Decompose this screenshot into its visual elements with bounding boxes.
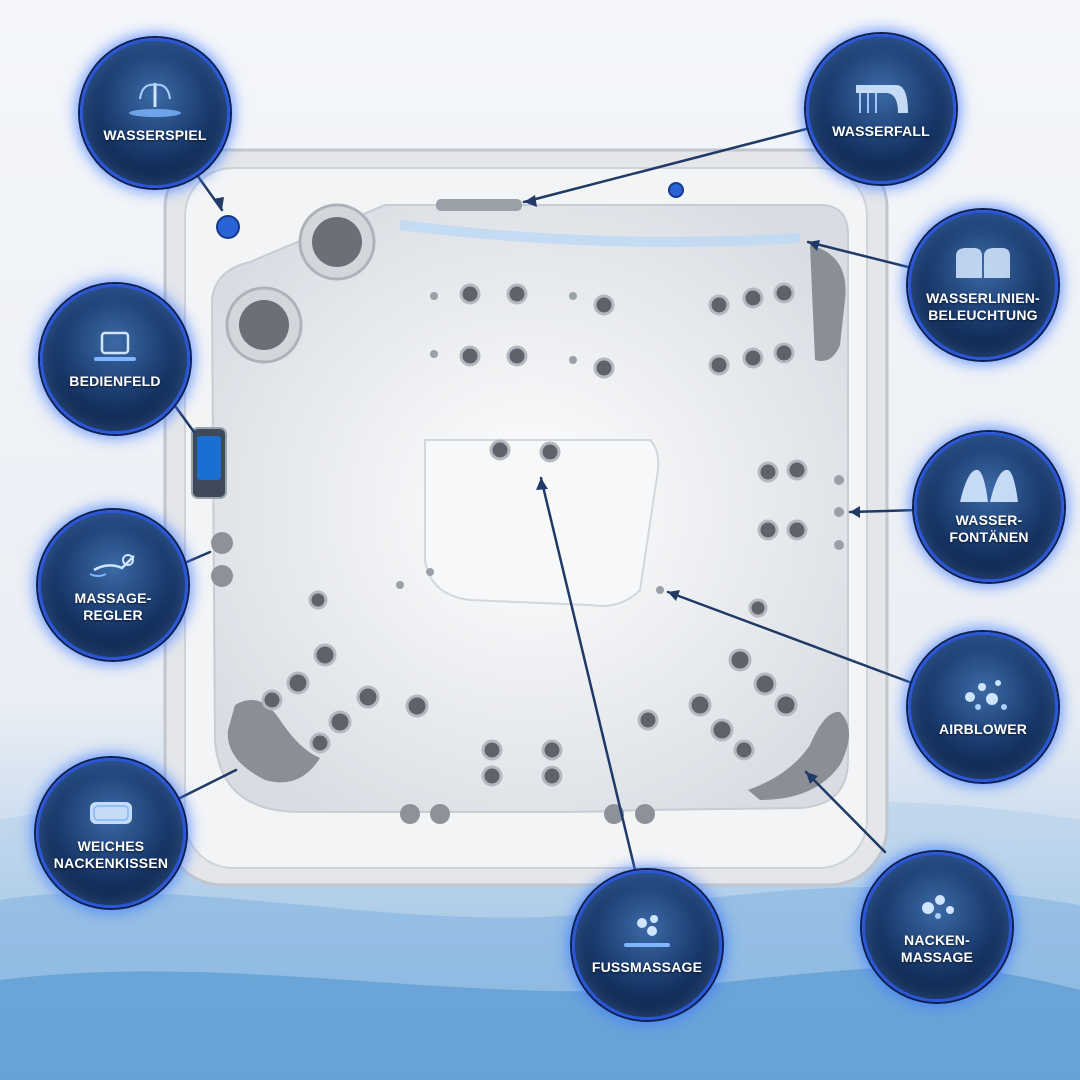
massage-knob-2 — [211, 565, 233, 587]
badge-airblower: AIRBLOWER — [908, 632, 1058, 782]
bubbles-icon — [965, 679, 1007, 710]
label-wasserfontaenen: WASSER-FONTÄNEN — [949, 512, 1029, 545]
waterline-lights-icon — [956, 248, 1010, 278]
badge-wasserspiel: WASSERSPIEL — [80, 38, 230, 188]
label-wasserlinien: WASSERLINIEN-BELEUCHTUNG — [926, 290, 1040, 323]
fountain-icon — [129, 82, 181, 117]
waterfall-icon — [856, 84, 908, 113]
label-wasserspiel: WASSERSPIEL — [103, 126, 207, 143]
label-wasserfall: WASSERFALL — [832, 122, 930, 139]
control-panel-icon — [94, 331, 136, 361]
headrest-back — [810, 245, 846, 361]
massage-knob-1 — [211, 532, 233, 554]
badge-wasserfontaenen: WASSER-FONTÄNEN — [914, 432, 1064, 582]
badge-nackenmassage: NACKEN-MASSAGE — [862, 852, 1012, 1002]
label-nackenmassage: NACKEN-MASSAGE — [900, 932, 974, 965]
air-holes — [396, 292, 844, 594]
massage-control-icon — [89, 554, 135, 577]
connector-fontaenen — [848, 508, 920, 514]
connector-fussmassage — [539, 476, 637, 872]
connector-nackenkissen — [178, 768, 238, 800]
badge-massageregler: MASSAGE-REGLER — [38, 510, 188, 660]
neck-pillow-left — [227, 700, 320, 783]
label-massageregler: MASSAGE-REGLER — [74, 590, 152, 623]
foot-massage-icon — [624, 914, 670, 947]
badge-wasserfall: WASSERFALL — [806, 34, 956, 184]
light-strip — [399, 220, 801, 247]
label-fussmassage: FUSSMASSAGE — [591, 958, 703, 975]
badge-fussmassage: FUSSMASSAGE — [572, 870, 722, 1020]
neck-massage-icon — [922, 895, 954, 919]
arrowheads — [213, 195, 860, 784]
neck-pillow-right — [748, 711, 849, 800]
connector-wasserfall — [522, 126, 812, 204]
label-bedienfeld: BEDIENFELD — [69, 372, 161, 389]
waterfall-outlet — [436, 199, 522, 211]
water-jets-icon — [960, 469, 1018, 502]
footwell — [424, 439, 660, 607]
connector-airblower — [666, 590, 914, 685]
label-airblower: AIRBLOWER — [938, 720, 1028, 737]
connector-massageregler — [178, 550, 212, 567]
pillow-icon — [90, 802, 132, 824]
connector-nackenmassage — [804, 770, 887, 854]
connector-wasserlinien — [806, 240, 914, 270]
fountain-button — [216, 215, 240, 239]
jets — [261, 282, 808, 787]
badge-wasserlinien: WASSERLINIEN-BELEUCHTUNG — [908, 210, 1058, 360]
badge-bedienfeld: BEDIENFELD — [40, 284, 190, 434]
